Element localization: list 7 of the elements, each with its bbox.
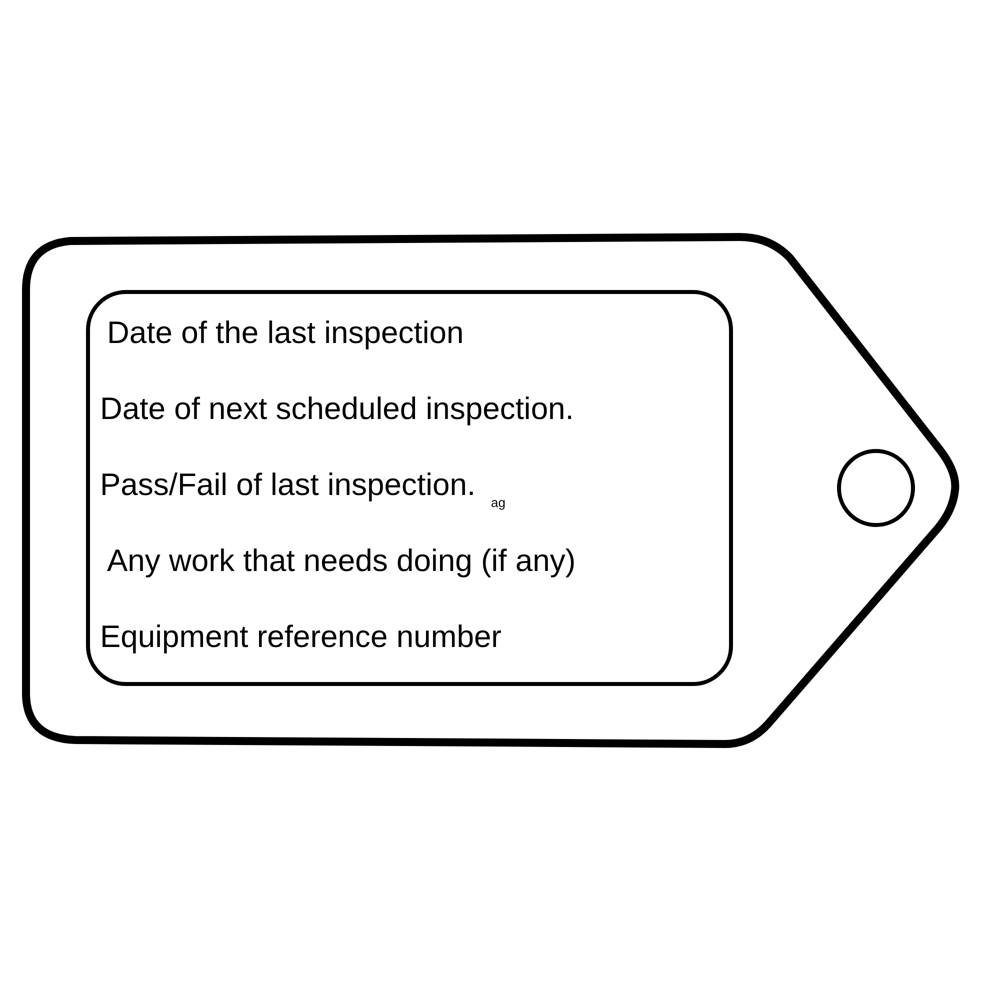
label-panel xyxy=(86,290,733,686)
small-text: ag xyxy=(491,495,506,510)
field-label: Equipment reference number xyxy=(100,619,502,655)
field-label: Date of next scheduled inspection. xyxy=(100,391,574,427)
field-label: Any work that needs doing (if any) xyxy=(107,543,576,579)
field-label: Pass/Fail of last inspection. xyxy=(100,467,476,503)
field-label: Date of the last inspection xyxy=(107,315,464,351)
